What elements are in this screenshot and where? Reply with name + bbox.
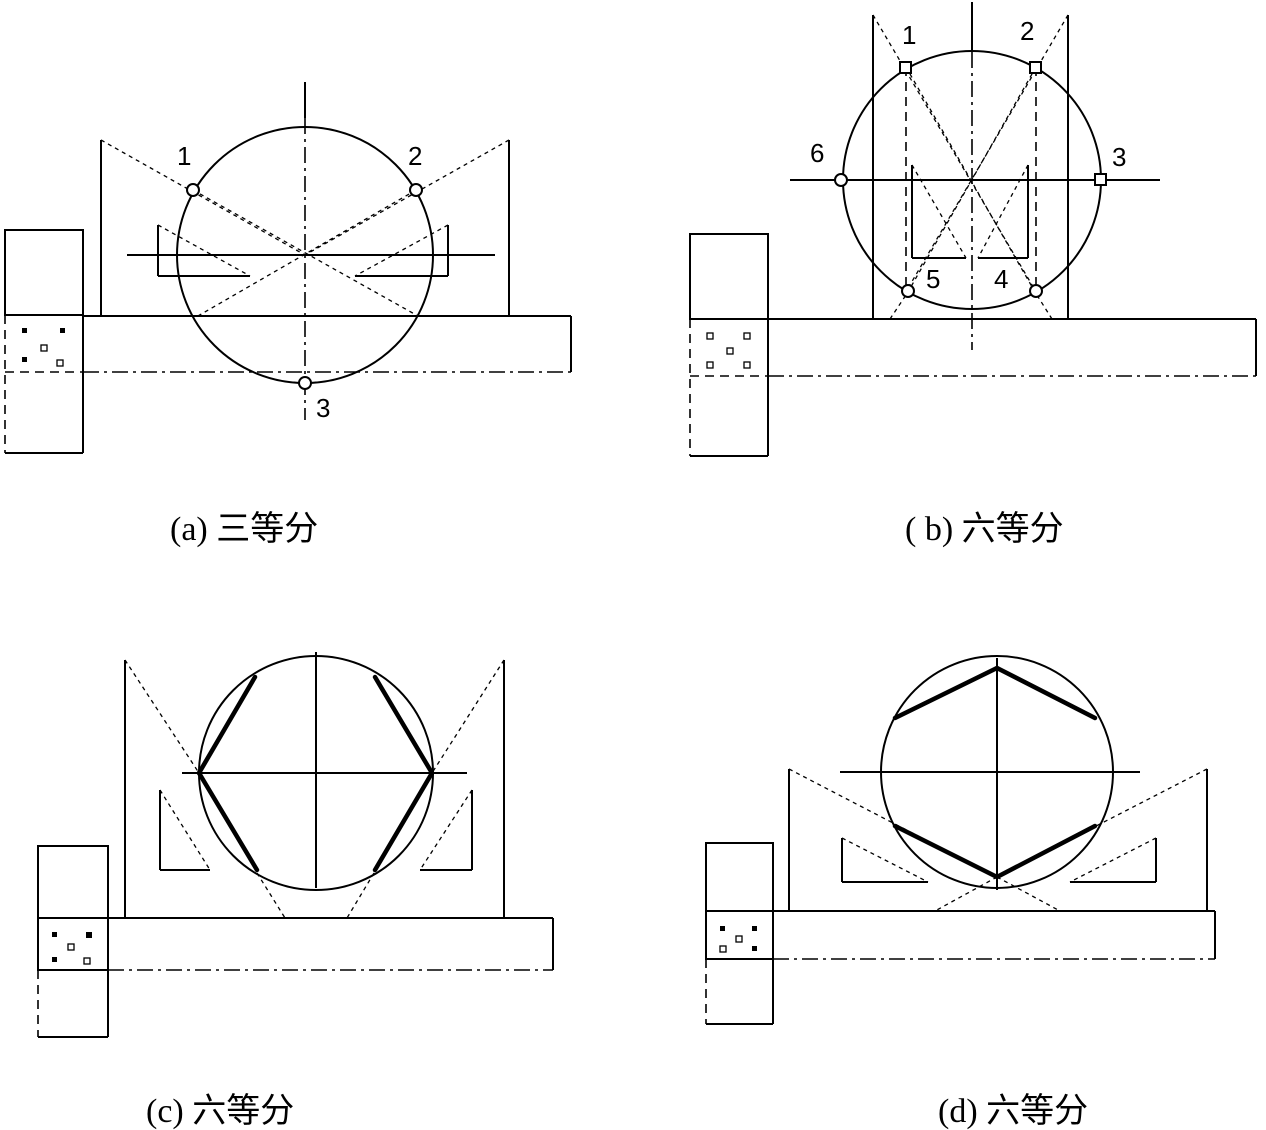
label-a-2: 2 — [408, 141, 422, 171]
set-square-right-small — [419, 789, 473, 871]
set-square-right-large — [996, 768, 1208, 911]
panel-d: (d) 六等分 — [705, 655, 1216, 1130]
panel-a: 1 2 3 (a) 三等分 — [4, 82, 572, 548]
label-b-4: 4 — [994, 264, 1008, 294]
label-a-3: 3 — [316, 393, 330, 423]
t-square-blade — [773, 910, 1216, 960]
point-b-2 — [1029, 61, 1042, 74]
set-square-left-small — [911, 164, 967, 259]
label-b-3: 3 — [1112, 142, 1126, 172]
t-square-head-top — [705, 842, 774, 912]
point-b-6 — [834, 173, 848, 187]
set-square-right-small — [354, 224, 449, 277]
point-b-5 — [901, 284, 915, 298]
set-square-right-large — [431, 659, 505, 918]
hexagon-c — [196, 674, 435, 873]
set-square-right-small — [977, 164, 1029, 259]
label-b-5: 5 — [926, 264, 940, 294]
panel-b: 1 2 3 4 5 6 ( b) 六等分 — [689, 2, 1257, 548]
set-square-left-large — [788, 768, 998, 911]
point-a-2 — [409, 183, 423, 197]
t-square-blade — [768, 318, 1257, 377]
label-b-6: 6 — [810, 138, 824, 168]
point-b-4 — [1029, 284, 1043, 298]
t-square-head-top — [37, 845, 109, 919]
set-square-left-small — [159, 789, 211, 871]
set-square-right-small — [1069, 837, 1157, 883]
caption-d: (d) 六等分 — [938, 1092, 1088, 1130]
label-a-1: 1 — [177, 141, 191, 171]
point-b-1 — [899, 61, 912, 74]
caption-a: (a) 三等分 — [170, 510, 318, 548]
set-square-left-large — [100, 139, 306, 316]
hexagon-d — [892, 665, 1098, 880]
set-square-left-small — [841, 837, 929, 883]
set-square-left-large — [124, 659, 200, 918]
set-square-left-small — [157, 224, 251, 277]
caption-b: ( b) 六等分 — [905, 510, 1064, 548]
t-square-head-top — [4, 229, 84, 316]
label-b-1: 1 — [902, 20, 916, 50]
point-b-3 — [1094, 173, 1107, 186]
caption-c: (c) 六等分 — [146, 1092, 294, 1130]
t-square-blade — [108, 917, 554, 971]
set-square-right-large — [304, 139, 510, 316]
point-a-1 — [186, 183, 200, 197]
t-square-head-top — [689, 233, 769, 320]
label-b-2: 2 — [1020, 16, 1034, 46]
panel-c: (c) 六等分 — [37, 652, 554, 1130]
point-a-3 — [298, 376, 312, 390]
t-square-blade — [83, 315, 572, 373]
